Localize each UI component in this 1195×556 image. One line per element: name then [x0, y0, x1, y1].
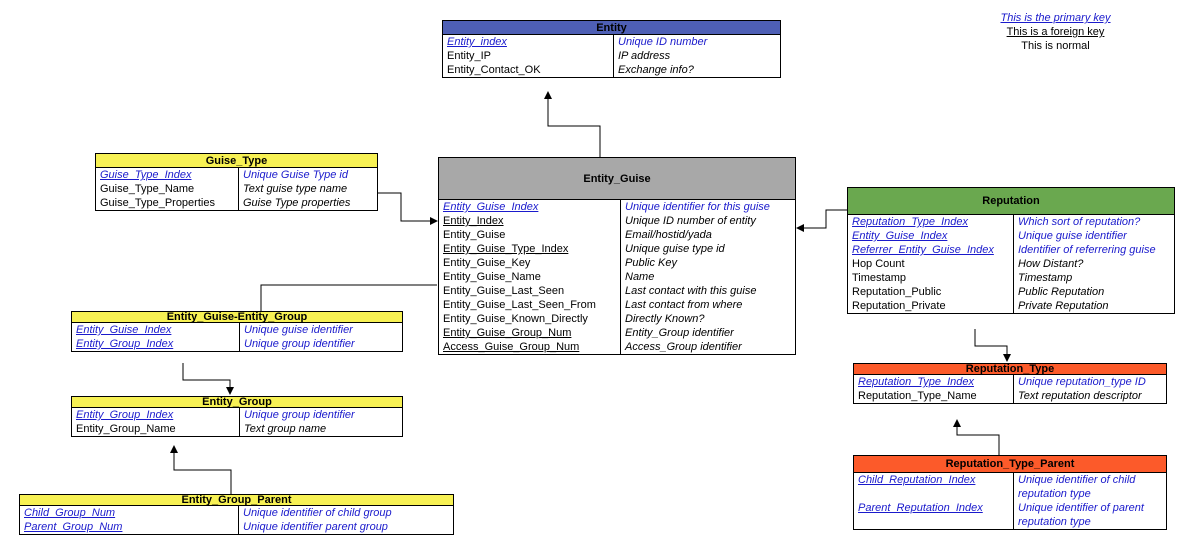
field-description: Unique identifier parent group	[243, 521, 388, 533]
field-name: Referrer_Entity_Guise_Index	[852, 244, 994, 256]
field-description: Public Key	[625, 257, 677, 269]
table-title: Entity_Group_Parent	[20, 495, 453, 506]
connector-parent-to-group	[170, 445, 232, 494]
field-name: Entity_Group_Index	[76, 338, 174, 350]
field-description: Unique ID number of entity	[625, 215, 756, 227]
field-description: Access_Group identifier	[625, 341, 742, 353]
legend-primary-key: This is the primary key	[1000, 12, 1111, 24]
field-name: Entity_Guise_Known_Directly	[443, 313, 588, 325]
field-name: Parent_Group_Num	[24, 521, 123, 533]
table-title: Entity_Guise	[439, 158, 795, 200]
connector-reputation-to-reptype	[974, 329, 1011, 362]
field-description: IP address	[618, 50, 671, 62]
connector-guisetype-to-guise	[378, 192, 438, 225]
table-title: Reputation	[848, 188, 1174, 215]
field-name: Guise_Type_Properties	[100, 197, 215, 209]
field-description: Unique group identifier	[244, 338, 355, 350]
field-description: Unique identifier of parent reputation t…	[1018, 502, 1144, 528]
field-description: Guise Type properties	[243, 197, 351, 209]
field-name: Entity_Guise_Type_Index	[443, 243, 569, 255]
field-description: Last contact from where	[625, 299, 743, 311]
field-name: Guise_Type_Name	[100, 183, 195, 195]
field-name: Entity_IP	[447, 50, 492, 62]
field-name: Reputation_Type_Index	[858, 376, 974, 388]
field-name: Reputation_Type_Index	[852, 216, 968, 228]
field-name: Timestamp	[852, 272, 906, 284]
field-name: Entity_Guise_Index	[76, 324, 172, 336]
field-name: Entity_Guise_Index	[852, 230, 948, 242]
field-name: Entity_Contact_OK	[447, 64, 541, 76]
field-description: Unique Guise Type id	[243, 169, 348, 181]
field-name: Entity_index	[447, 36, 507, 48]
field-description: Text group name	[244, 423, 327, 435]
field-name: Access_Guise_Group_Num	[443, 341, 580, 353]
field-description: Name	[625, 271, 655, 283]
field-name: Entity_Guise_Key	[443, 257, 531, 269]
table-title: Entity_Group	[72, 397, 402, 408]
field-description: Unique ID number	[618, 36, 708, 48]
connector-guise-to-entity	[544, 91, 601, 157]
field-description: Identifier of referrering guise	[1018, 244, 1156, 256]
field-name: Hop Count	[852, 258, 905, 270]
field-description: Which sort of reputation?	[1018, 216, 1141, 228]
field-description: Unique reputation_type ID	[1018, 376, 1146, 388]
field-name: Entity_Guise_Group_Num	[443, 327, 572, 339]
legend: This is the primary key This is a foreig…	[978, 11, 1133, 53]
connector-guisegroup-to-guise	[260, 284, 437, 311]
field-description: Unique identifier of child group	[243, 507, 392, 519]
field-description: Text reputation descriptor	[1018, 390, 1142, 402]
field-description: Timestamp	[1018, 272, 1073, 284]
table-title: Guise_Type	[96, 154, 377, 168]
field-description: Entity_Group identifier	[625, 327, 734, 339]
field-description: Last contact with this guise	[625, 285, 757, 297]
legend-normal: This is normal	[1021, 40, 1090, 52]
field-name: Entity_Guise_Last_Seen	[443, 285, 565, 297]
field-description: Unique guise type id	[625, 243, 725, 255]
field-name: Guise_Type_Index	[100, 169, 192, 181]
legend-foreign-key: This is a foreign key	[1006, 26, 1105, 38]
field-description: Public Reputation	[1018, 286, 1105, 298]
field-description: Directly Known?	[625, 313, 705, 325]
field-name: Entity_Index	[443, 215, 504, 227]
table-title: Entity_Guise-Entity_Group	[72, 312, 402, 323]
field-name: Entity_Guise_Last_Seen_From	[443, 299, 596, 311]
connector-guisegroup-to-group	[182, 363, 234, 395]
field-name: Parent_Reputation_Index	[858, 502, 983, 514]
field-description: Private Reputation	[1018, 300, 1109, 312]
field-description: Text guise type name	[243, 183, 348, 195]
field-name: Entity_Guise	[443, 229, 506, 241]
field-description: Exchange info?	[618, 64, 694, 76]
field-description: Unique guise identifier	[1018, 230, 1127, 242]
table-title: Reputation_Type	[854, 364, 1166, 375]
field-name: Reputation_Private	[852, 300, 946, 312]
connector-reputation-to-guise	[796, 209, 847, 232]
field-name: Entity_Group_Name	[76, 423, 176, 435]
field-description: How Distant?	[1018, 258, 1084, 270]
field-name: Entity_Guise_Name	[443, 271, 541, 283]
field-name: Entity_Group_Index	[76, 409, 174, 421]
field-description: Unique identifier for this guise	[625, 201, 770, 213]
field-name: Reputation_Type_Name	[858, 390, 977, 402]
table-title: Entity	[443, 21, 780, 35]
field-description: Unique guise identifier	[244, 324, 353, 336]
table-title: Reputation_Type_Parent	[854, 456, 1166, 473]
field-name: Child_Group_Num	[24, 507, 116, 519]
field-description: Unique group identifier	[244, 409, 355, 421]
field-name: Reputation_Public	[852, 286, 942, 298]
field-name: Child_Reputation_Index	[858, 474, 976, 486]
field-name: Entity_Guise_Index	[443, 201, 539, 213]
field-description: Unique identifier of child reputation ty…	[1018, 474, 1136, 500]
connector-reptypeparent-to-reptype	[953, 419, 1000, 455]
field-description: Email/hostid/yada	[625, 229, 712, 241]
